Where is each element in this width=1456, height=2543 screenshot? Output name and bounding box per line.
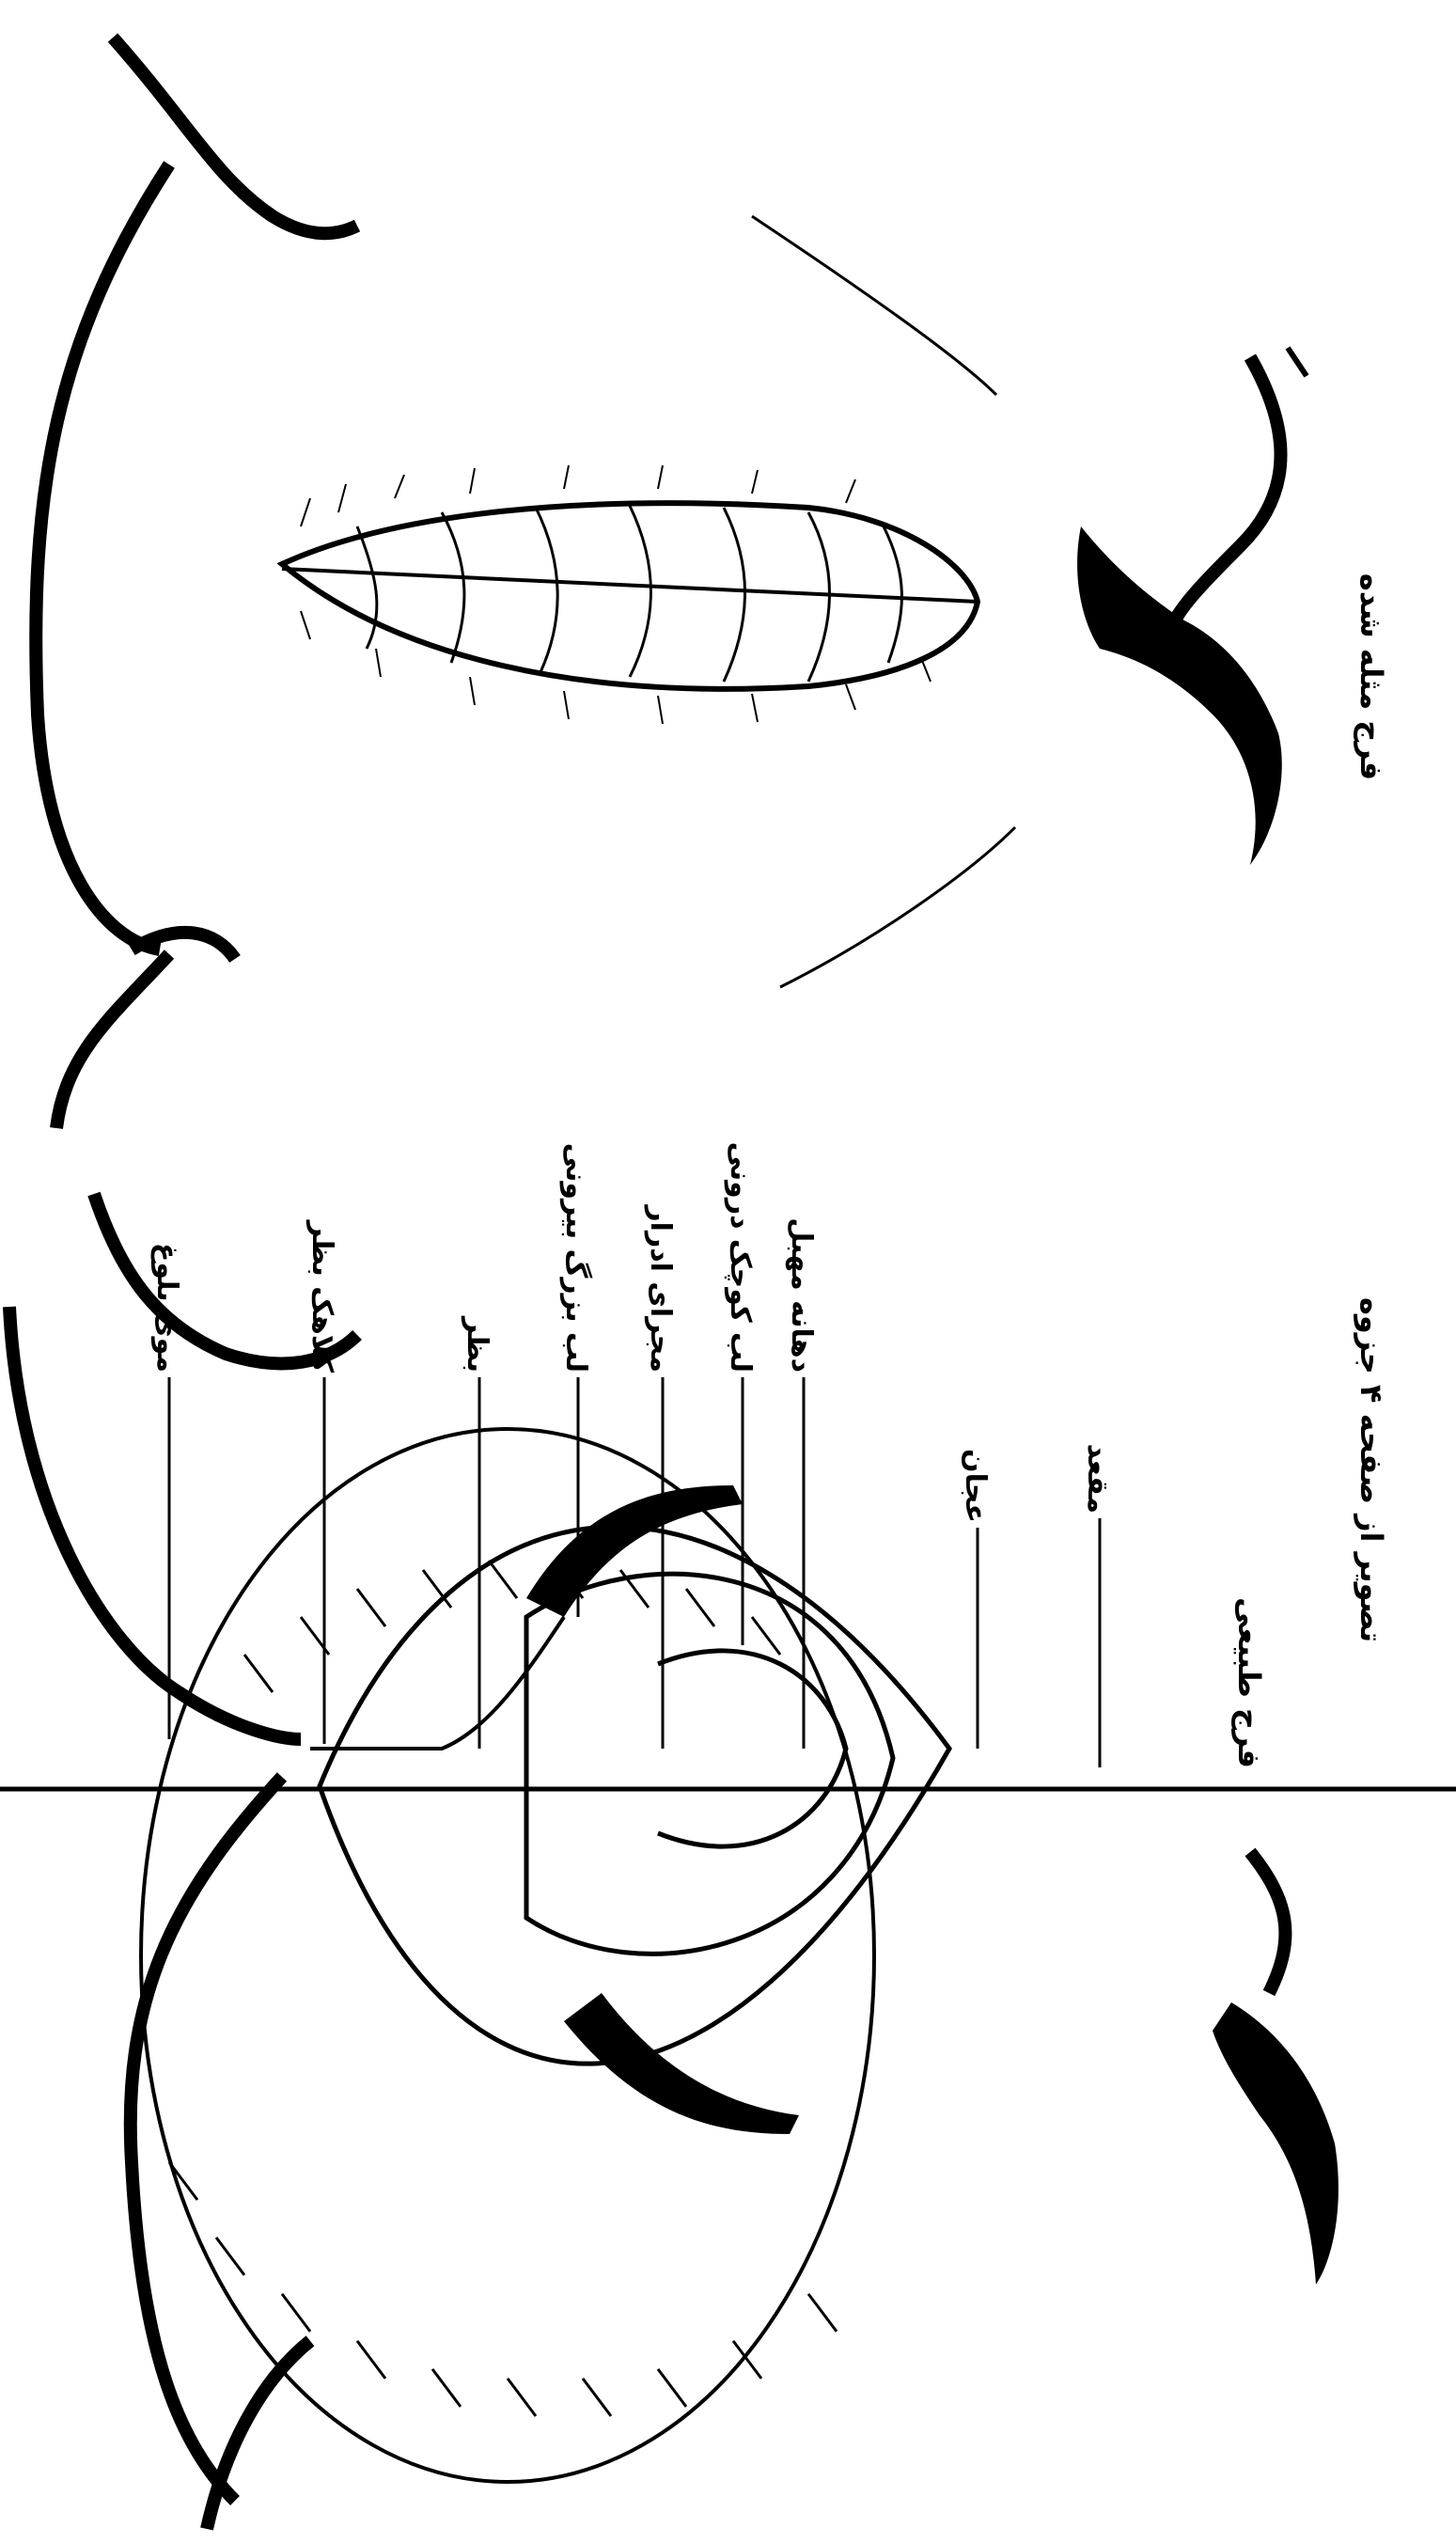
label-labia-majora: لب بزرگ بیرونی: [559, 1143, 593, 1373]
normal-vulva-figure: [0, 1194, 1456, 2529]
buttocks-curve-bottom: [1250, 1852, 1285, 1993]
thigh-outline-bottom-2: [56, 954, 169, 1128]
label-clitoral-hood: کلاهک بظر: [305, 1219, 338, 1374]
buttocks-shadow-bottom: [1213, 2002, 1339, 2284]
label-anus: مقعد: [1081, 1444, 1114, 1514]
label-vaginal-opening: دهانه مهبل: [785, 1217, 818, 1373]
figure-caption: تصویر از صفحه ۴ جزوه: [1354, 1297, 1389, 1642]
pubic-hair-hatching: [169, 1561, 837, 2416]
label-perineum: عجان: [959, 1449, 992, 1523]
buttocks-curve: [1175, 357, 1281, 620]
thigh-outline-top-long: [36, 165, 169, 950]
leader-lines: [169, 1377, 1100, 1767]
labia-minora-inner: [526, 1574, 893, 1954]
buttocks-shadow: [1077, 526, 1282, 865]
faint-curve-lower: [780, 827, 1015, 987]
mutilated-vulva-title: فرج مثله شده: [1354, 573, 1389, 780]
label-labia-minora: لب کوچک درونی: [724, 1142, 757, 1373]
label-pubic-hair: موی بلوغ: [150, 1243, 183, 1373]
label-urethra: مجرای ادرار: [644, 1203, 677, 1373]
small-tick: [1288, 348, 1307, 376]
normal-vulva-title: فرج طبیعی: [1231, 1597, 1267, 1768]
mutilated-vulva-figure: [36, 38, 1307, 1128]
sealed-seam: [282, 569, 978, 602]
label-clitoris: بظر: [461, 1315, 493, 1373]
thigh-outline-right-low: [207, 2341, 310, 2529]
vaginal-opening: [658, 1651, 846, 1846]
bottom-figure-labels: موی بلوغ کلاهک بظر بظر لب بزرگ بیرونی مج…: [150, 1142, 1114, 1523]
thigh-outline-bottom: [132, 933, 235, 959]
faint-curve-upper: [752, 216, 996, 395]
